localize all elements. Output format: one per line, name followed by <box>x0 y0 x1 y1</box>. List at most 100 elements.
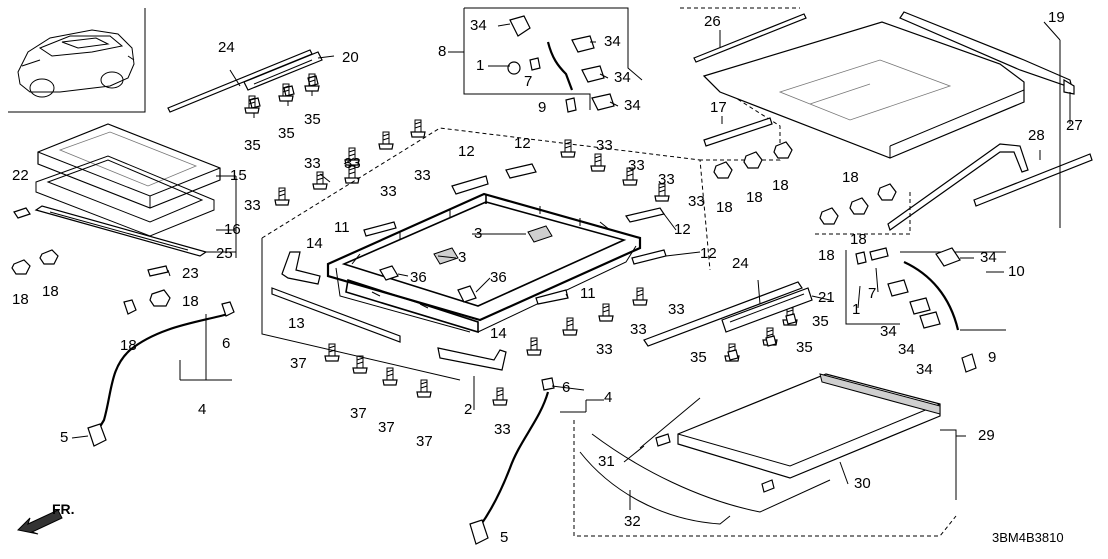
bolt <box>378 131 394 150</box>
callout-12: 12 <box>674 221 691 238</box>
leader-line <box>839 461 849 485</box>
callout-35: 35 <box>304 111 321 128</box>
callout-34: 34 <box>916 361 933 378</box>
frame-seals <box>271 163 667 371</box>
trim-strips-lower <box>643 281 813 361</box>
callout-33: 33 <box>244 197 261 214</box>
callout-18: 18 <box>842 169 859 186</box>
callout-34: 34 <box>470 17 487 34</box>
callout-35: 35 <box>812 313 829 330</box>
fasteners <box>244 73 798 406</box>
leader-line <box>475 277 491 293</box>
callout-18: 18 <box>42 283 59 300</box>
callout-33: 33 <box>596 137 613 154</box>
callout-18: 18 <box>182 293 199 310</box>
leader-line <box>565 293 569 299</box>
bolt <box>590 153 606 172</box>
callout-33: 33 <box>380 183 397 200</box>
callout-12: 12 <box>458 143 475 160</box>
bolt <box>562 317 578 336</box>
callout-37: 37 <box>350 405 367 422</box>
callout-18: 18 <box>120 337 137 354</box>
leader-line <box>167 269 171 277</box>
leader-line <box>343 157 355 165</box>
callout-29: 29 <box>978 427 995 444</box>
bolt <box>278 83 294 102</box>
callout-33: 33 <box>414 167 431 184</box>
leader-line <box>229 69 241 87</box>
callout-33: 33 <box>688 193 705 210</box>
front-direction-label: FR. <box>52 501 75 517</box>
callout-18: 18 <box>12 291 29 308</box>
callout-31: 31 <box>598 453 615 470</box>
callout-24: 24 <box>732 255 749 272</box>
leader-line <box>609 101 619 107</box>
leader-lines <box>71 21 1071 510</box>
callout-15: 15 <box>230 167 247 184</box>
leader-line <box>437 255 457 259</box>
bolt <box>312 171 328 190</box>
leader-line <box>1043 21 1061 41</box>
callout-25: 25 <box>216 245 233 262</box>
callout-18: 18 <box>850 231 867 248</box>
bolt <box>382 367 398 386</box>
callout-33: 33 <box>304 155 321 172</box>
callout-34: 34 <box>614 69 631 86</box>
callout-36: 36 <box>410 269 427 286</box>
callout-10: 10 <box>1008 263 1025 280</box>
callout-18: 18 <box>818 247 835 264</box>
leader-line <box>811 295 831 301</box>
bolt <box>244 95 260 114</box>
bolt <box>344 165 360 184</box>
callout-17: 17 <box>710 99 727 116</box>
leader-line <box>317 55 335 59</box>
callout-34: 34 <box>604 33 621 50</box>
callout-33: 33 <box>630 321 647 338</box>
diagram-code: 3BM4B3810 <box>992 530 1064 545</box>
callout-16: 16 <box>224 221 241 238</box>
callout-1: 1 <box>476 57 484 74</box>
callout-27: 27 <box>1066 117 1083 134</box>
callout-36: 36 <box>490 269 507 286</box>
bolt <box>560 139 576 158</box>
bolt <box>526 337 542 356</box>
bolt <box>304 73 320 92</box>
callout-4: 4 <box>198 401 206 418</box>
leader-line <box>875 267 879 293</box>
callout-28: 28 <box>1028 127 1045 144</box>
callout-8: 8 <box>438 43 446 60</box>
callout-9: 9 <box>988 349 996 366</box>
callout-35: 35 <box>690 349 707 366</box>
callout-18: 18 <box>716 199 733 216</box>
glass-panel-assembly <box>11 123 221 277</box>
sunroof-frame <box>261 127 711 381</box>
callout-19: 19 <box>1048 9 1065 26</box>
leader-line <box>71 435 89 439</box>
callout-37: 37 <box>416 433 433 450</box>
callout-34: 34 <box>624 97 641 114</box>
callout-32: 32 <box>624 513 641 530</box>
callout-35: 35 <box>796 339 813 356</box>
callout-35: 35 <box>278 125 295 142</box>
callout-2: 2 <box>464 401 472 418</box>
callout-11: 11 <box>580 285 596 302</box>
callout-37: 37 <box>378 419 395 436</box>
callout-5: 5 <box>500 529 508 546</box>
leader-line <box>551 385 585 391</box>
callout-26: 26 <box>704 13 721 30</box>
callout-7: 7 <box>524 73 532 90</box>
callout-7: 7 <box>868 285 876 302</box>
leader-line <box>665 251 701 257</box>
callout-6: 6 <box>222 335 230 352</box>
callout-24: 24 <box>218 39 235 56</box>
front-direction-arrow: FR. <box>16 501 75 535</box>
callout-33: 33 <box>344 155 361 172</box>
callout-33: 33 <box>668 301 685 318</box>
callout-33: 33 <box>658 171 675 188</box>
callout-1: 1 <box>852 301 860 318</box>
callout-9: 9 <box>538 99 546 116</box>
bolt <box>274 187 290 206</box>
bolt <box>324 343 340 362</box>
grommets-right <box>713 141 897 225</box>
